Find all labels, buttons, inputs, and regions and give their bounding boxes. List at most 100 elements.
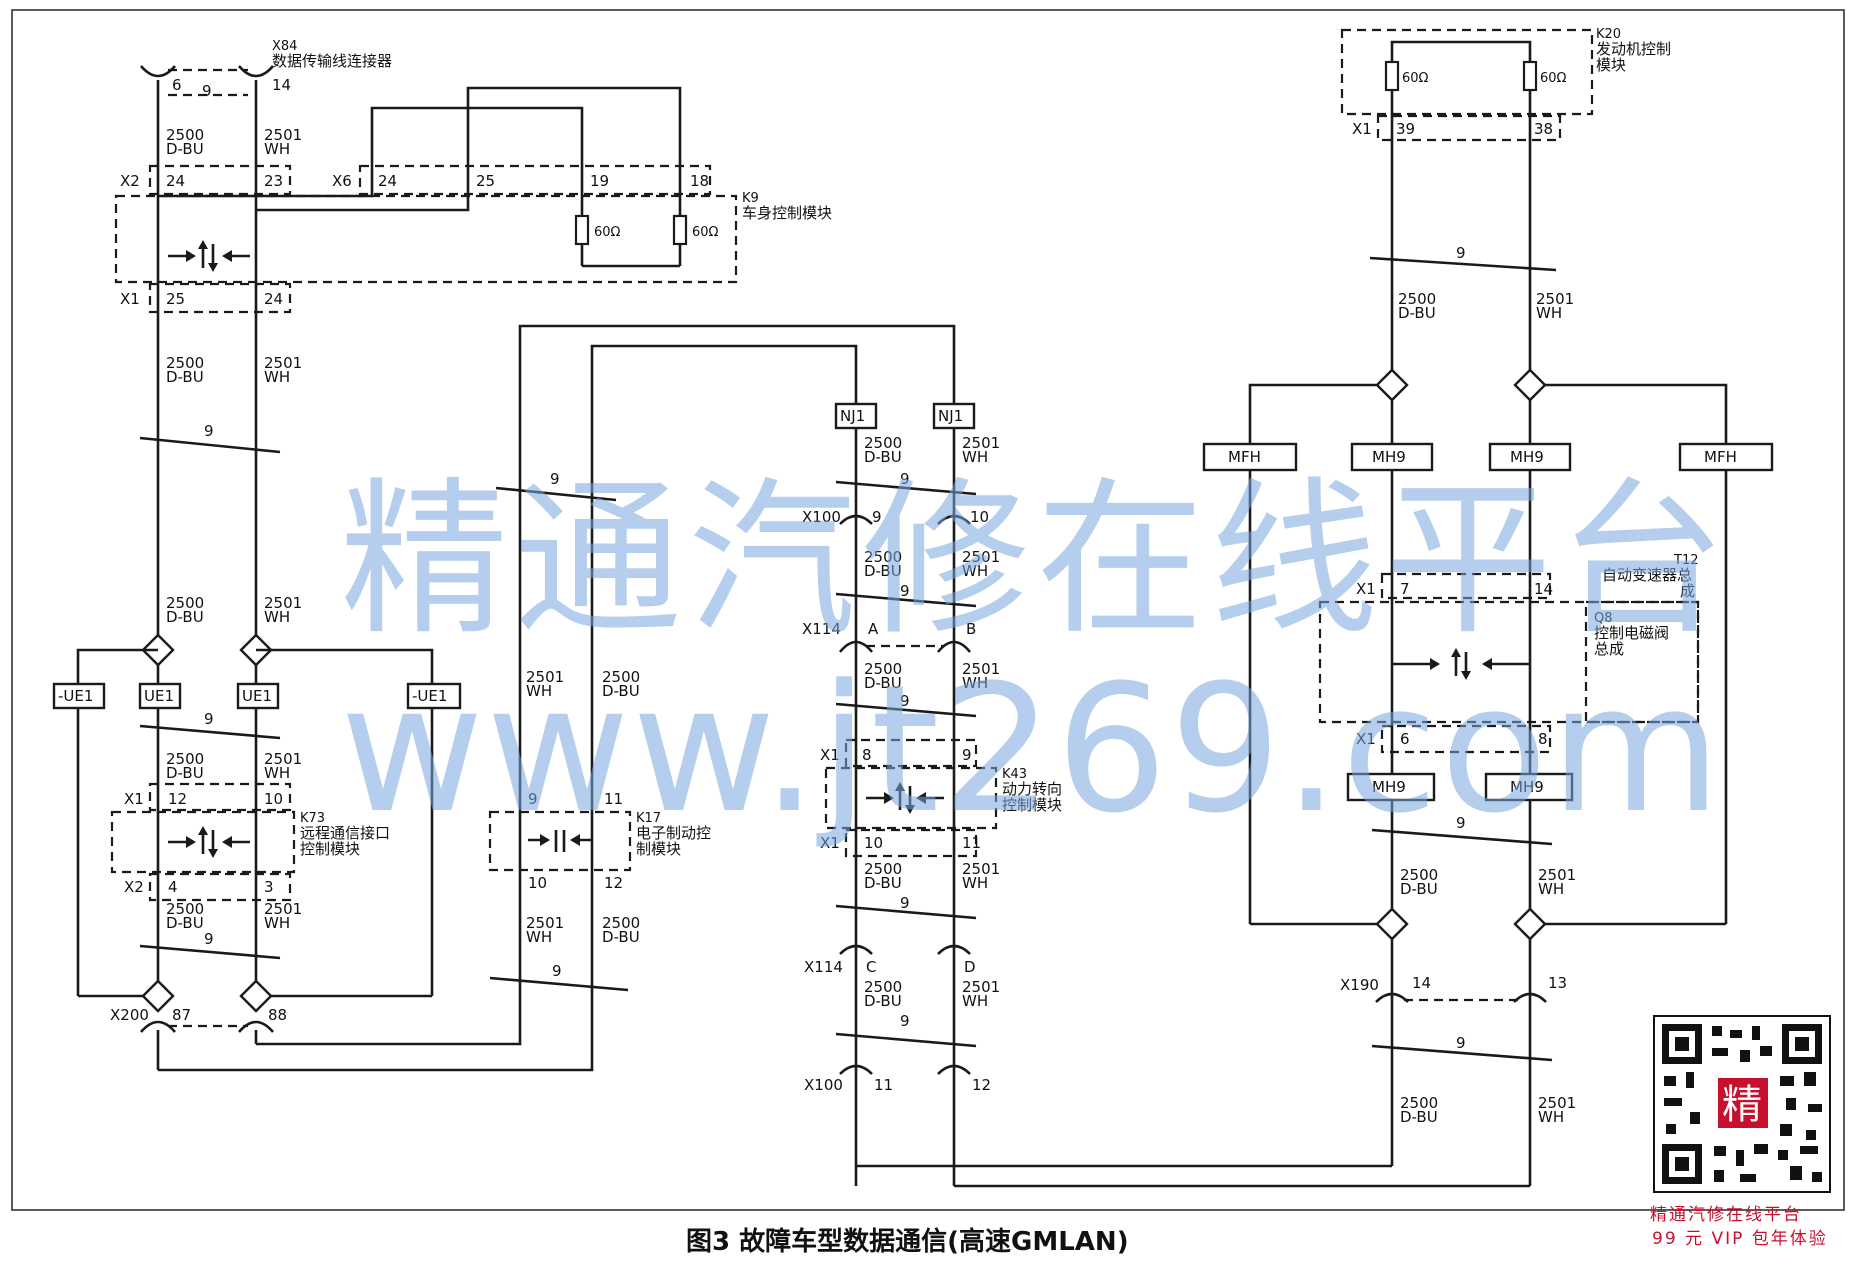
x1-label: X1 — [1356, 580, 1376, 598]
pin: 12 — [972, 1076, 991, 1094]
pin: 19 — [590, 172, 609, 190]
pin: 9 — [962, 746, 972, 764]
x2-label: X2 — [124, 878, 144, 896]
wire-label: 2501 — [264, 126, 302, 144]
wire-label: D-BU — [602, 682, 640, 700]
x1-label: X1 — [820, 746, 840, 764]
pin: 7 — [1400, 580, 1410, 598]
resistor-value: 60Ω — [594, 225, 621, 240]
pin: 24 — [166, 172, 185, 190]
wire-label: 2500 — [864, 548, 902, 566]
twist-label: 9 — [900, 582, 910, 600]
pin: 18 — [690, 172, 709, 190]
pin: 10 — [970, 508, 989, 526]
wire-label: 2500 — [166, 750, 204, 768]
pin: 9 — [872, 508, 882, 526]
wire-label: WH — [526, 682, 552, 700]
twist-label: 9 — [204, 930, 214, 948]
k43-name: 动力转向 — [1002, 780, 1062, 798]
pin: 13 — [1548, 974, 1567, 992]
wire-label: 2501 — [264, 354, 302, 372]
x190-label: X190 — [1340, 976, 1379, 994]
pin: 25 — [476, 172, 495, 190]
pin: A — [868, 620, 879, 638]
wire-label: 2501 — [526, 668, 564, 686]
pin: 10 — [864, 834, 883, 852]
wire-label: WH — [264, 608, 290, 626]
x84-pin-14: 14 — [272, 76, 291, 94]
wire-label: 2501 — [264, 594, 302, 612]
figure-caption: 图3 故障车型数据通信(高速GMLAN) — [686, 1226, 1129, 1257]
x200-label: X200 — [110, 1006, 149, 1024]
wire-label: 2500 — [864, 660, 902, 678]
splice-label: MH9 — [1372, 448, 1406, 466]
twist-label: 9 — [550, 470, 560, 488]
k17-name: 电子制动控 — [636, 824, 711, 842]
x1-label: X1 — [120, 290, 140, 308]
x1-label: X1 — [1352, 120, 1372, 138]
wire-label: 2500 — [1400, 866, 1438, 884]
splice-label: MFH — [1704, 448, 1737, 466]
wire-label: WH — [962, 562, 988, 580]
twist-label: 9 — [900, 692, 910, 710]
watermark-cn: 精通汽修在线平台 — [340, 462, 1732, 658]
wire-label: WH — [526, 928, 552, 946]
k9-id: K9 — [742, 191, 759, 206]
pin: 24 — [378, 172, 397, 190]
wire-label: 2500 — [864, 978, 902, 996]
pin: 11 — [962, 834, 981, 852]
pin: 6 — [1400, 730, 1410, 748]
splice-label: NJ1 — [840, 407, 865, 425]
k20-name: 发动机控制 — [1596, 40, 1671, 58]
x100-label: X100 — [802, 508, 841, 526]
wire-label: 2500 — [166, 594, 204, 612]
k73-id: K73 — [300, 811, 325, 826]
wire-label: D-BU — [166, 140, 204, 158]
wire-label: D-BU — [1398, 304, 1436, 322]
wire-label: 2500 — [166, 354, 204, 372]
x1-label: X1 — [1356, 730, 1376, 748]
wire-label: WH — [264, 914, 290, 932]
twist-label: 9 — [1456, 244, 1466, 262]
x2-label: X2 — [120, 172, 140, 190]
k43-name: 控制模块 — [1002, 796, 1062, 814]
wire-label: WH — [264, 140, 290, 158]
resistor-value: 60Ω — [692, 225, 719, 240]
wire-label: 2500 — [1398, 290, 1436, 308]
x1-label: X1 — [124, 790, 144, 808]
wire-label: WH — [264, 368, 290, 386]
pin: 12 — [168, 790, 187, 808]
x114-label: X114 — [804, 958, 843, 976]
wire-label: D-BU — [166, 608, 204, 626]
wire-label: D-BU — [166, 914, 204, 932]
k20-id: K20 — [1596, 27, 1621, 42]
wire-label: WH — [1538, 880, 1564, 898]
x6-label: X6 — [332, 172, 352, 190]
wire-label: D-BU — [166, 764, 204, 782]
splice-label: MH9 — [1510, 448, 1544, 466]
pin: 87 — [172, 1006, 191, 1024]
pin: 3 — [264, 878, 274, 896]
left-section: 6 9 14 X84 数据传输线连接器 2500 D-BU 2501 WH X2… — [52, 39, 832, 1070]
twist-label: 9 — [204, 422, 214, 440]
t12-name: 成 — [1680, 582, 1695, 600]
t12-name: 自动变速器总 — [1602, 566, 1692, 584]
twist-label: 9 — [900, 1012, 910, 1030]
k73-name: 远程通信接口 — [300, 824, 390, 842]
pin: 23 — [264, 172, 283, 190]
pin: 88 — [268, 1006, 287, 1024]
k73-name: 控制模块 — [300, 840, 360, 858]
wire-label: D-BU — [864, 562, 902, 580]
twist-label: 9 — [552, 962, 562, 980]
k20-name: 模块 — [1596, 56, 1626, 74]
q8-name: 总成 — [1594, 640, 1624, 658]
wire-label: WH — [962, 674, 988, 692]
k9-name: 车身控制模块 — [742, 204, 832, 222]
x84-pin-9: 9 — [202, 82, 212, 100]
wire-label: 2501 — [264, 750, 302, 768]
wire-label: 2500 — [1400, 1094, 1438, 1112]
pin: C — [866, 958, 876, 976]
x100-label: X100 — [804, 1076, 843, 1094]
wire-label: 2501 — [962, 660, 1000, 678]
